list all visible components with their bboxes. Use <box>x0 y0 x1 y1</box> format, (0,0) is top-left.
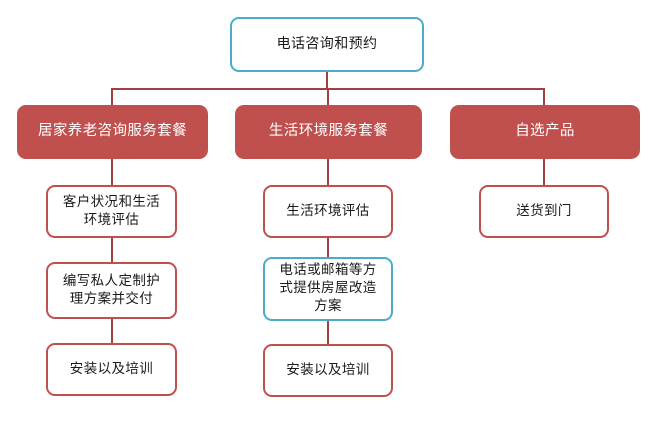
node-branch-2-step-2[interactable]: 电话或邮箱等方 式提供房屋改造 方案 <box>263 257 393 321</box>
node-branch-3-step-1[interactable]: 送货到门 <box>479 185 609 238</box>
node-root[interactable]: 电话咨询和预约 <box>230 17 424 72</box>
connector-branch-2-step-1 <box>327 158 329 186</box>
node-branch-2-step-3-label: 安装以及培训 <box>286 361 370 378</box>
connector-bus-to-branch-3 <box>543 88 545 106</box>
connector-bus-to-branch-1 <box>111 88 113 106</box>
connector-root-down <box>326 71 328 89</box>
node-branch-2-step-2-label: 电话或邮箱等方 式提供房屋改造 方案 <box>279 262 377 314</box>
node-branch-1-step-3[interactable]: 安装以及培训 <box>46 343 177 396</box>
node-branch-1-step-3-label: 安装以及培训 <box>69 360 154 377</box>
node-branch-2-header[interactable]: 生活环境服务套餐 <box>235 105 422 159</box>
node-branch-1-step-1-label: 客户状况和生活 环境评估 <box>62 193 161 228</box>
connector-branch-1-step-2 <box>111 237 113 263</box>
node-branch-1-step-2[interactable]: 编写私人定制护 理方案并交付 <box>46 262 177 319</box>
node-branch-2-step-3[interactable]: 安装以及培训 <box>263 344 393 397</box>
connector-bus-to-branch-2 <box>327 88 329 106</box>
connector-branch-1-step-1 <box>111 158 113 186</box>
connector-branch-2-step-3 <box>327 320 329 345</box>
node-branch-2-step-1-label: 生活环境评估 <box>286 202 370 219</box>
node-branch-2-step-1[interactable]: 生活环境评估 <box>263 185 393 238</box>
connector-branch-1-step-3 <box>111 318 113 344</box>
node-branch-2-header-label: 生活环境服务套餐 <box>268 123 389 140</box>
node-branch-1-step-2-label: 编写私人定制护 理方案并交付 <box>62 272 161 307</box>
node-branch-1-header[interactable]: 居家养老咨询服务套餐 <box>17 105 208 159</box>
connector-branch-2-step-2 <box>327 237 329 258</box>
node-branch-3-header-label: 自选产品 <box>515 123 575 140</box>
connector-branch-3-step-1 <box>543 158 545 186</box>
node-branch-3-header[interactable]: 自选产品 <box>450 105 640 159</box>
node-branch-1-step-1[interactable]: 客户状况和生活 环境评估 <box>46 185 177 238</box>
node-root-label: 电话咨询和预约 <box>276 36 378 53</box>
node-branch-1-header-label: 居家养老咨询服务套餐 <box>38 123 187 140</box>
node-branch-3-step-1-label: 送货到门 <box>516 202 572 219</box>
